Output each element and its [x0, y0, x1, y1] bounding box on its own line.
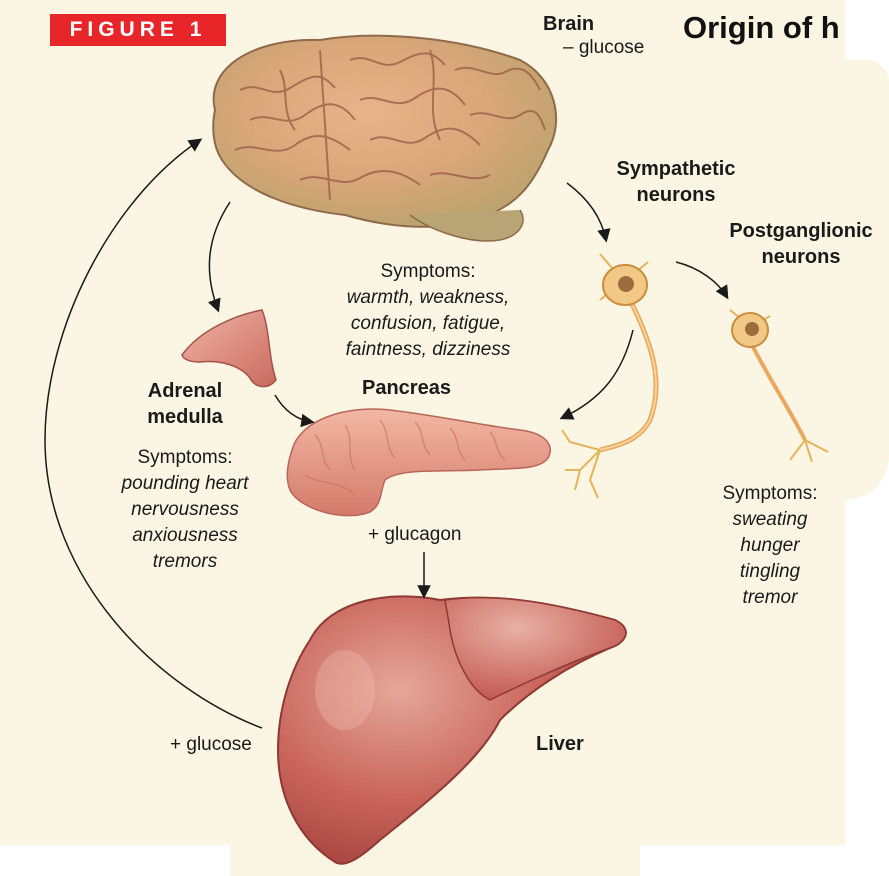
figure-tag: FIGURE 1 [50, 14, 226, 46]
adrenal-gland-illustration [182, 310, 276, 387]
sympathetic-label-line2: neurons [596, 182, 756, 208]
postganglionic-neuron-illustration [730, 310, 828, 462]
neuron-symptom-item: sweating [690, 507, 850, 533]
brain-glucose-note: – glucose [563, 35, 644, 61]
adrenal-symptoms-heading: Symptoms: [90, 445, 280, 471]
neuron-symptoms: Symptoms: sweating hunger tingling tremo… [690, 481, 850, 611]
sympathetic-neuron-illustration [562, 254, 656, 498]
neuron-symptom-item: tremor [690, 585, 850, 611]
adrenal-symptom-item: pounding heart [90, 471, 280, 497]
brain-symptoms: Symptoms: warmth, weakness, confusion, f… [318, 259, 538, 363]
neuron-symptom-item: tingling [690, 559, 850, 585]
adrenal-label-line1: Adrenal [120, 378, 250, 404]
sympathetic-neurons-label: Sympathetic neurons [596, 156, 756, 208]
neuron-symptom-item: hunger [690, 533, 850, 559]
arrow-adrenal-to-pancreas [275, 395, 312, 422]
pancreas-label: Pancreas [362, 375, 451, 401]
adrenal-label-line2: medulla [120, 404, 250, 430]
brain-symptom-item: faintness, dizziness [318, 337, 538, 363]
sympathetic-label-line1: Sympathetic [596, 156, 756, 182]
arrow-sympathetic-to-pancreas [562, 330, 633, 418]
pancreas-illustration [287, 409, 550, 516]
postganglionic-neurons-label: Postganglionic neurons [716, 218, 886, 270]
adrenal-symptoms: Symptoms: pounding heart nervousness anx… [90, 445, 280, 575]
brain-label: Brain [543, 11, 594, 37]
brain-symptom-item: confusion, fatigue, [318, 311, 538, 337]
pancreas-glucagon-note: + glucagon [368, 522, 462, 548]
arrow-brain-to-adrenal [209, 202, 230, 310]
arrow-liver-to-brain [45, 140, 262, 728]
neuron-symptoms-heading: Symptoms: [690, 481, 850, 507]
adrenal-symptom-item: nervousness [90, 497, 280, 523]
liver-glucose-note: + glucose [170, 732, 252, 758]
brain-symptoms-heading: Symptoms: [318, 259, 538, 285]
liver-label: Liver [536, 731, 584, 757]
postganglionic-label-line2: neurons [716, 244, 886, 270]
adrenal-symptom-item: anxiousness [90, 523, 280, 549]
brain-symptom-item: warmth, weakness, [318, 285, 538, 311]
brain-illustration [213, 36, 556, 241]
adrenal-symptom-item: tremors [90, 549, 280, 575]
page-title: Origin of h [683, 10, 840, 46]
postganglionic-label-line1: Postganglionic [716, 218, 886, 244]
adrenal-medulla-label: Adrenal medulla [120, 378, 250, 430]
